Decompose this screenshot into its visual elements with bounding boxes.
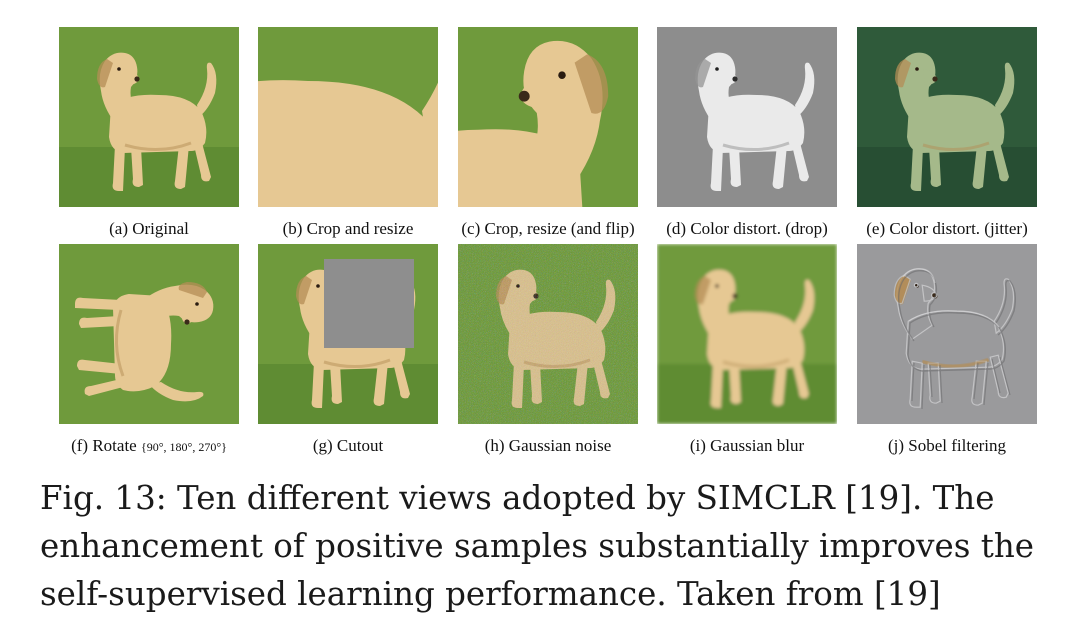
panel-blur-image: [657, 244, 837, 424]
caption-crop: (b) Crop and resize: [282, 219, 414, 238]
caption-crop-flip: (c) Crop, resize (and flip): [461, 219, 635, 238]
panel-sobel-image: [857, 244, 1037, 424]
caption-rotate: (f) Rotate {90°, 180°, 270°}: [42, 436, 256, 457]
panel-rotate-image: [59, 244, 239, 424]
cutout-gray-square: [324, 259, 414, 348]
figure-caption-line-1: Fig. 13: Ten different views adopted by …: [40, 479, 995, 517]
caption-rotate-math: {90°, 180°, 270°}: [140, 440, 227, 454]
figure-caption: Fig. 13: Ten different views adopted by …: [40, 474, 1050, 618]
panel-gray-image: [657, 27, 837, 207]
panel-crop-flip-image: [458, 27, 638, 207]
caption-gray: (d) Color distort. (drop): [666, 219, 828, 238]
caption-rotate-text: (f) Rotate: [71, 436, 137, 455]
figure-caption-line-2: enhancement of positive samples substant…: [40, 527, 1034, 565]
panel-original-image: [59, 27, 239, 207]
panel-jitter-image: [857, 27, 1037, 207]
caption-blur: (i) Gaussian blur: [689, 436, 805, 455]
caption-jitter: (e) Color distort. (jitter): [866, 219, 1028, 238]
caption-cutout: (g) Cutout: [312, 436, 384, 455]
caption-sobel: (j) Sobel filtering: [887, 436, 1007, 455]
panel-cutout-image: [258, 244, 438, 424]
figure-caption-line-3: self-supervised learning performance. Ta…: [40, 575, 941, 613]
panel-crop-image: [258, 27, 438, 207]
caption-noise: (h) Gaussian noise: [484, 436, 612, 455]
panel-noise-image: [458, 244, 638, 424]
caption-original: (a) Original: [109, 219, 189, 238]
